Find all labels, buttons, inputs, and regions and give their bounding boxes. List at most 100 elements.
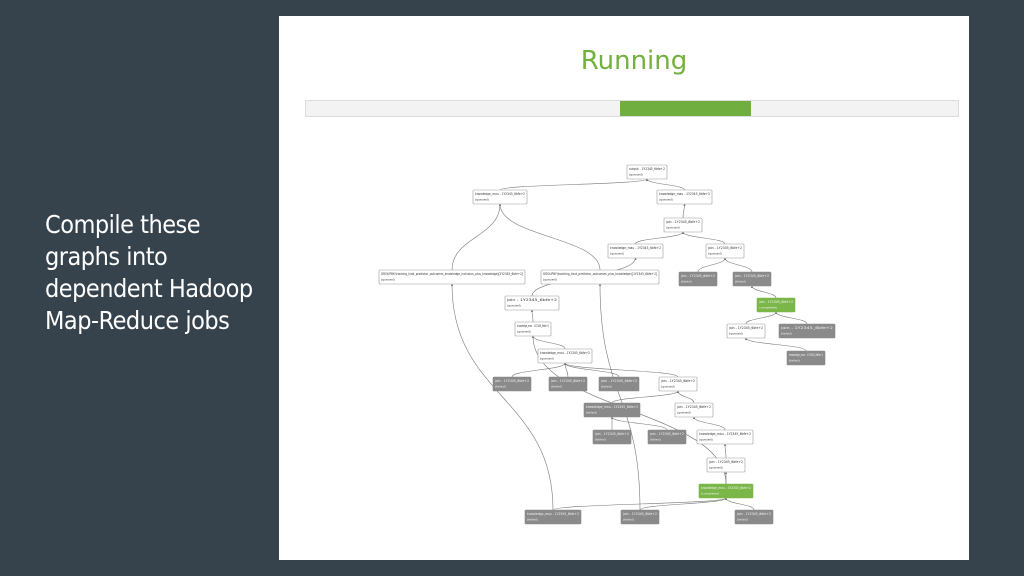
job-node[interactable]: join - 1Y2345_6bfe+2(queued) (705, 243, 745, 259)
job-node-title: join - 1Y2345_6bfe+2 (649, 432, 684, 436)
job-node-status: (failed) (735, 280, 746, 284)
job-node-box (524, 509, 582, 525)
job-node[interactable]: join - 1Y2345_6bfe+2 (queued) (658, 376, 698, 392)
job-node-status: (failed) (595, 438, 606, 442)
job-node-status: (queued) (699, 438, 713, 442)
job-node-title: knowledge_mau - 1Y2345_6bfe+2 (527, 512, 579, 516)
job-node[interactable]: knowledge_mau - 1Y2345_6bfe+2 (completed) (698, 483, 754, 499)
job-node-title: join - 1Y2345_6bfe+2 (600, 379, 637, 383)
job-node[interactable]: join - 1Y2345_6bfe+2(failed) (598, 376, 640, 392)
job-node-box (778, 323, 836, 339)
job-node-status: (failed) (737, 518, 748, 522)
job-node-status: (queued) (661, 385, 675, 389)
job-node-box (647, 429, 687, 445)
job-node[interactable]: join - 1Y2345_6bfe+2 (failed) (492, 376, 532, 392)
graph-edge (451, 203, 502, 271)
job-node-status: (queued) (543, 278, 557, 282)
job-node[interactable]: join - 1Y2345_6bfe+2(queued) (663, 217, 703, 233)
job-node-box (592, 429, 632, 445)
job-node-box (378, 269, 526, 285)
job-node-box (696, 429, 754, 445)
job-node[interactable]: join - 1Y2345_6bfe+2(queued) (726, 323, 766, 339)
job-node[interactable]: GROUPBY(tracking_kind_predictor_outcomes… (540, 269, 660, 285)
job-node-box (598, 376, 640, 392)
graph-edge (724, 497, 755, 511)
job-node[interactable]: knowledge_mau - 1Y2345_6bfe+2 (queued) (696, 429, 754, 445)
graph-edge (723, 443, 727, 459)
job-node[interactable]: join - 1Y2345_6bfe+2 (failed) (732, 271, 772, 287)
job-node-title: join - 1Y2345_6bfe+2 (680, 274, 715, 278)
graph-edge (511, 362, 567, 378)
job-node-box (504, 295, 560, 311)
graph-edge (774, 311, 808, 325)
graph-edge (552, 497, 728, 511)
job-node-title: join - 1Y2345_6bfe+2 (728, 326, 763, 330)
job-node-box (658, 376, 698, 392)
job-node-title: GROUPBY(tracking_kind_predictor_outcomes… (381, 272, 524, 276)
job-node[interactable]: knowledge_mau - 1Y2345_6bfe+2(queued) (472, 189, 528, 205)
graph-edge (750, 285, 777, 299)
job-node[interactable]: knowledge_mau - 1Y2345_6bfe+2(queued) (514, 321, 552, 337)
job-node-box (540, 269, 660, 285)
job-node[interactable]: join - 1Y2345_6bfe+2(failed) (734, 509, 774, 525)
graph-edge (611, 390, 680, 404)
job-node-box (492, 376, 532, 392)
slide-caption: Compile these graphs into dependent Hado… (45, 209, 275, 337)
graph-edge (530, 309, 534, 323)
graph-edge (744, 337, 807, 352)
job-node[interactable]: join - 1Y2345_6bfe+2(failed) (778, 323, 836, 339)
job-node-status: (queued) (659, 198, 673, 202)
job-node[interactable]: join - 1Y2345_6bfe+2(queued) (706, 457, 746, 473)
job-node-title: join - 1Y2345_6bfe+2 (660, 379, 695, 383)
job-node-title: join - 1Y2345_6bfe+2 (758, 300, 793, 304)
job-node[interactable]: join - 1Y2345_6bfe+2 (completed) (756, 297, 796, 313)
job-node-box (706, 457, 746, 473)
job-node[interactable]: knowledge_mau - 1Y2345_6bfe+2 (queued) (656, 189, 713, 205)
job-node-box (756, 297, 796, 313)
job-node-status: (queued) (666, 226, 680, 230)
caption-line: graphs into (45, 242, 168, 271)
job-node[interactable]: output - 1Y2345_6bfe+2(queued) (626, 164, 668, 180)
job-node-title: join - 1Y2345_6bfe+2 (707, 246, 742, 250)
job-node-status: (queued) (507, 304, 521, 308)
job-node-title: GROUPBY(tracking_kind_predictor_outcomes… (543, 272, 658, 276)
job-node[interactable]: join - 1Y2345_6bfe+2 (failed) (647, 429, 687, 445)
job-node-box (537, 348, 593, 364)
job-node-status: (failed) (551, 385, 562, 389)
job-node[interactable]: join - 1Y2345_6bfe+2(failed) (620, 509, 660, 525)
job-node-title: knowledge_mau - 1Y2345_6bfe+2 (699, 432, 751, 436)
job-node-title: knowledge_mau - 1Y2345_6bfe+2 (540, 351, 590, 355)
job-node[interactable]: join - 1Y2345_6bfe+2(queued) (504, 295, 560, 311)
job-node-box (698, 483, 754, 499)
job-node-box (678, 271, 718, 287)
job-node-title: join - 1Y2345_6bfe+2 (594, 432, 629, 436)
job-node[interactable]: GROUPBY(tracking_kind_predictor_outcomes… (378, 269, 526, 285)
job-node[interactable]: join - 1Y2345_6bfe+2(queued) (674, 402, 714, 418)
job-node-status: (completed) (759, 306, 777, 310)
job-node-status: (failed) (650, 438, 661, 442)
graph-edge (645, 178, 685, 191)
job-node-title: knowledge_mau - 1Y2345_6bfe+2 (610, 246, 661, 250)
graph-edge (498, 203, 601, 271)
graph-edge (450, 283, 554, 511)
job-node[interactable]: join - 1Y2345_6bfe+2 (failed) (592, 429, 632, 445)
job-node-title: knowledge_mau - 1Y2345_6bfe+2 (701, 486, 751, 490)
job-node-title: join - 1Y2345_6bfe+2 (780, 326, 833, 330)
graph-edge (563, 362, 679, 378)
job-node-title: join - 1Y2345_6bfe+2 (494, 379, 529, 383)
job-node[interactable]: join - 1Y2345_6bfe+2(failed) (548, 376, 588, 392)
job-node[interactable]: knowledge_mau - 1Y2345_6bfe+2(queued) (537, 348, 593, 364)
job-node-status: (completed) (701, 492, 719, 496)
job-node[interactable]: knowledge_mau - 1Y2345_6bfe+2(failed) (524, 509, 582, 525)
job-node-status: (failed) (681, 280, 692, 284)
job-node[interactable]: knowledge_mau - 1Y2345_6bfe+2(failed) (583, 402, 641, 418)
job-node[interactable]: knowledge_mau - 1Y2345_6bfe+2(queued) (607, 243, 664, 259)
job-node-title: join - 1Y2345_6bfe+2 (734, 274, 769, 278)
job-node-title: knowledge_mau - 1Y2345_6bfe+2 (659, 192, 710, 196)
job-node[interactable]: knowledge_mau - 1Y2345_6bfe+2(failed) (786, 350, 826, 366)
job-node[interactable]: join - 1Y2345_6bfe+2 (failed) (678, 271, 718, 287)
graph-edge (499, 178, 649, 191)
job-node-status: (failed) (495, 385, 506, 389)
job-node-title: knowledge_mau - 1Y2345_6bfe+2 (517, 324, 549, 328)
job-node-box (734, 509, 774, 525)
